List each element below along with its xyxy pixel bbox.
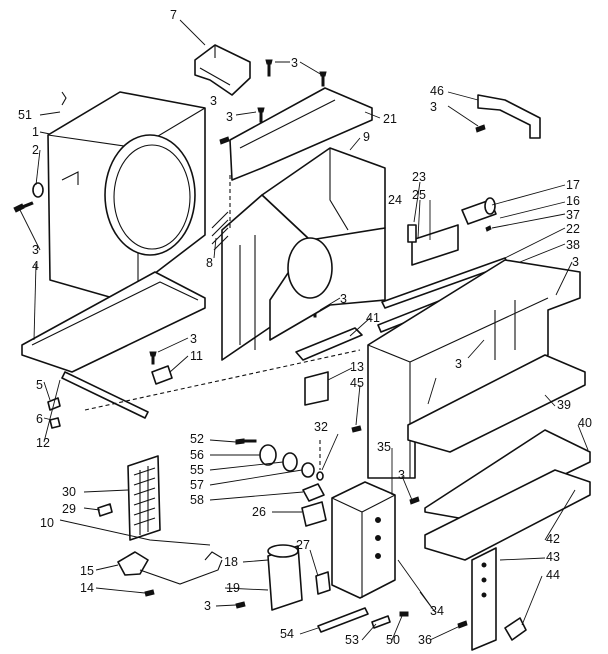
callout-label: 12	[36, 436, 50, 450]
part-26-block	[301, 501, 327, 527]
part-18-capacitor	[267, 544, 303, 611]
callout-label: 18	[224, 555, 238, 569]
callout-label: 3	[572, 255, 579, 269]
callout-label: 46	[430, 84, 444, 98]
part-11-clip	[151, 365, 173, 385]
callout-label: 42	[546, 532, 560, 546]
callout-label: 50	[386, 633, 400, 647]
callout-label: 25	[412, 188, 426, 202]
callout-label: 34	[430, 604, 444, 618]
leader-lines	[19, 19, 589, 641]
part-15-control-arm	[117, 551, 223, 585]
callout-label: 17	[566, 178, 580, 192]
part-44-plug	[504, 617, 527, 641]
callout-label: 35	[377, 440, 391, 454]
callout-label: 10	[40, 516, 54, 530]
callout-label: 3	[340, 292, 347, 306]
callout-label: 30	[62, 485, 76, 499]
part-17-knob	[461, 197, 497, 225]
part-25-bracket	[411, 224, 459, 266]
callout-label: 53	[345, 633, 359, 647]
part-24-spring	[407, 224, 417, 243]
callout-label: 55	[190, 463, 204, 477]
callout-label: 1	[32, 125, 39, 139]
callout-label: 32	[314, 420, 328, 434]
callout-label: 58	[190, 493, 204, 507]
dashed-guides	[84, 175, 361, 470]
callout-label: 29	[62, 502, 76, 516]
part-center-partition	[221, 147, 386, 361]
callout-label: 51	[18, 108, 32, 122]
part-29-hook	[97, 503, 113, 517]
callout-label: 3	[226, 110, 233, 124]
callout-label: 38	[566, 238, 580, 252]
callout-label: 22	[566, 222, 580, 236]
part-13-bracket	[304, 371, 329, 406]
part-43-strip	[471, 547, 497, 651]
callout-label: 3	[204, 599, 211, 613]
callout-label: 7	[170, 8, 177, 22]
callout-label: 6	[36, 412, 43, 426]
callout-label: 52	[190, 432, 204, 446]
part-grille-8	[211, 211, 229, 251]
part-30-filter	[127, 455, 161, 541]
part-46-bracket	[477, 94, 541, 139]
callout-label: 27	[296, 538, 310, 552]
callout-label: 44	[546, 568, 560, 582]
callout-label: 21	[383, 112, 397, 126]
callout-label: 2	[32, 143, 39, 157]
part-40-tray	[424, 429, 591, 521]
callout-label: 5	[36, 378, 43, 392]
callout-label: 3	[430, 100, 437, 114]
callout-label: 54	[280, 627, 294, 641]
callout-label: 3	[32, 243, 39, 257]
callout-label: 3	[398, 468, 405, 482]
callout-label: 57	[190, 478, 204, 492]
callout-label: 16	[566, 194, 580, 208]
part-top-bracket	[194, 44, 251, 96]
callout-label: 56	[190, 448, 204, 462]
part-cabinet-frame	[367, 259, 581, 479]
callout-label: 3	[291, 56, 298, 70]
callout-label: 24	[388, 193, 402, 207]
callout-label: 3	[455, 357, 462, 371]
callout-label: 9	[363, 130, 370, 144]
callout-label: 43	[546, 550, 560, 564]
callout-label: 13	[350, 360, 364, 374]
callout-label: 8	[206, 256, 213, 270]
callout-label: 3	[210, 94, 217, 108]
part-top-plate	[229, 87, 373, 181]
callout-label: 26	[252, 505, 266, 519]
part-41-plate	[295, 327, 363, 361]
callout-label: 41	[366, 311, 380, 325]
part-35-control-box	[331, 481, 396, 599]
part-left-shroud	[47, 91, 206, 301]
callout-label: 11	[190, 349, 203, 363]
part-42-panel	[424, 469, 591, 561]
callout-label: 15	[80, 564, 94, 578]
part-drain-pan	[21, 271, 206, 373]
callout-label: 37	[566, 208, 580, 222]
callout-label: 45	[350, 376, 364, 390]
part-2-clip	[32, 182, 44, 198]
callout-label: 19	[226, 581, 240, 595]
part-27-switch	[315, 571, 331, 595]
callout-label: 3	[190, 332, 197, 346]
callout-label: 4	[32, 259, 39, 273]
part-bottom-strips	[317, 607, 391, 633]
part-rod	[61, 371, 149, 419]
part-39-shelf	[407, 354, 586, 453]
callout-label: 23	[412, 170, 426, 184]
callout-label: 14	[80, 581, 94, 595]
callout-label: 39	[557, 398, 571, 412]
callout-label: 36	[418, 633, 432, 647]
callout-label: 40	[578, 416, 592, 430]
